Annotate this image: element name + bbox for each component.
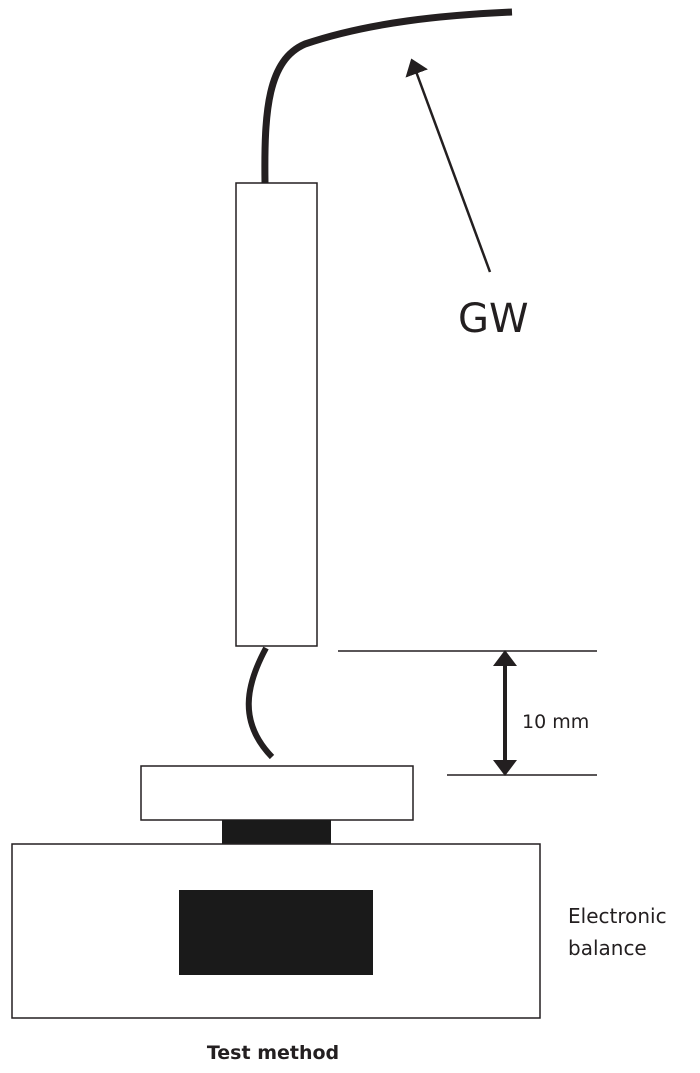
pan-stem <box>222 820 331 844</box>
balance-display <box>179 890 373 975</box>
distance-label: 10 mm <box>522 711 589 733</box>
guidewire-tip <box>245 646 275 760</box>
caption: Test method <box>207 1042 339 1064</box>
gw-label: GW <box>458 296 529 342</box>
balance-label-line1: Electronic <box>568 904 667 928</box>
tube-holder <box>235 182 318 647</box>
balance-pan <box>140 765 414 821</box>
guidewire-upper <box>261 8 513 184</box>
balance-label-line2: balance <box>568 936 647 960</box>
gw-arrow <box>405 58 492 273</box>
